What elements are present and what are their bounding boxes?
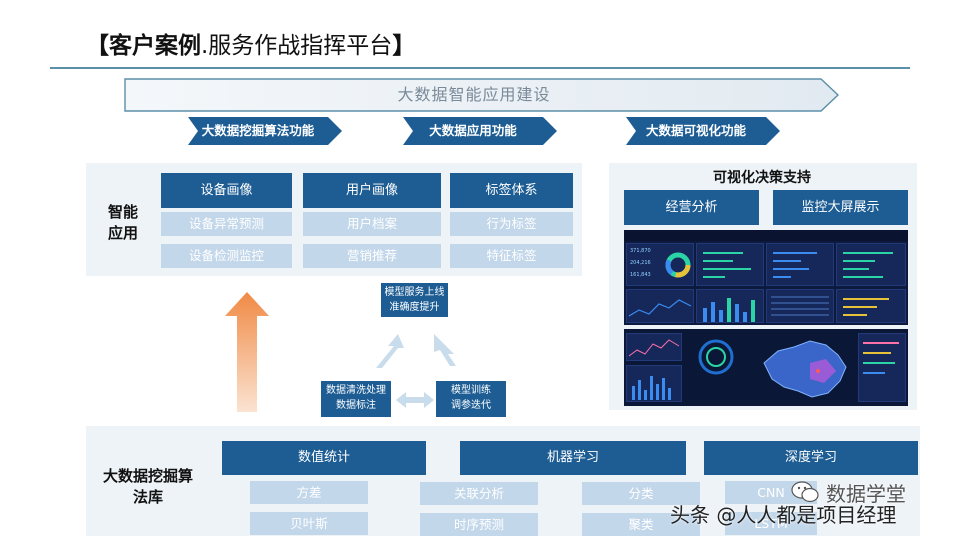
dashboard-table-panel <box>766 289 834 323</box>
feature-tag-item: 特征标签 <box>450 244 573 268</box>
dashboard-list-panel <box>836 289 906 323</box>
map-side-panel-1 <box>626 333 682 361</box>
page-title: 【客户案例.服务作战指挥平台】 <box>86 33 416 59</box>
arrow-up-left <box>376 334 404 368</box>
visual-title: 可视化决策支持 <box>713 170 811 186</box>
device-anomaly-item: 设备异常预测 <box>161 212 292 236</box>
title-divider <box>50 67 910 69</box>
dashboard-line-panel <box>626 289 694 323</box>
marketing-recommend-item: 营销推荐 <box>303 244 441 268</box>
source-watermark: 头条 @人人都是项目经理 <box>670 503 897 527</box>
dashboard-bar-panel-2 <box>766 243 834 286</box>
dashboard-kpi-panel: 371,870 204,216 161,843 <box>626 243 694 286</box>
deep-learning-header: 深度学习 <box>704 441 918 475</box>
donut-chart-icon <box>665 252 691 278</box>
gauge-icon <box>698 339 734 375</box>
device-profile-header: 设备画像 <box>161 173 292 208</box>
variance-item: 方差 <box>250 481 368 504</box>
lstm-item: LSTM <box>725 512 817 535</box>
dashboard-bar-panel-3 <box>836 243 906 286</box>
clustering-item: 聚类 <box>582 513 700 536</box>
machine-learning-header: 机器学习 <box>460 441 686 475</box>
business-analysis-button[interactable]: 经营分析 <box>624 190 759 225</box>
china-map-icon <box>763 340 847 398</box>
map-legend-panel <box>858 333 906 402</box>
algorithm-library-label: 大数据挖掘算 法库 <box>102 467 193 506</box>
wechat-account-watermark: 数据学堂 <box>826 482 906 506</box>
title-bold: 客户案例 <box>109 33 201 59</box>
title-rest: .服务作战指挥平台 <box>201 33 393 59</box>
banner-label: 大数据智能应用建设 <box>397 85 551 104</box>
device-monitor-item: 设备检测监控 <box>161 244 292 268</box>
wechat-icon <box>791 481 819 503</box>
time-series-item: 时序预测 <box>420 513 538 536</box>
model-deploy-node: 模型服务上线 准确度提升 <box>381 283 448 317</box>
banner-arrow-shape <box>124 78 840 112</box>
monitor-screen-button[interactable]: 监控大屏展示 <box>773 190 908 225</box>
dashboard-column-panel <box>696 289 764 323</box>
construction-banner: 大数据智能应用建设 <box>124 78 840 112</box>
dashboard-bar-panel-1 <box>696 243 764 286</box>
tag-system-header: 标签体系 <box>450 173 573 208</box>
dashboard-thumbnail-1: 371,870 204,216 161,843 <box>624 230 908 325</box>
user-archive-item: 用户档案 <box>303 212 441 236</box>
cycle-arrows <box>376 334 456 408</box>
behavior-tag-item: 行为标签 <box>450 212 573 236</box>
numeric-stats-header: 数值统计 <box>222 441 426 475</box>
dashboard-thumbnail-2 <box>624 329 908 406</box>
model-training-node: 模型训练 调参迭代 <box>436 381 506 417</box>
dashboard-topbar <box>624 230 908 241</box>
upward-arrow-icon <box>225 292 269 412</box>
association-analysis-item: 关联分析 <box>420 482 538 505</box>
bayes-item: 贝叶斯 <box>250 512 368 535</box>
data-cleaning-node: 数据清洗处理 数据标注 <box>321 381 391 417</box>
smart-app-label: 智能 应用 <box>107 203 138 242</box>
user-profile-header: 用户画像 <box>303 173 441 208</box>
arrow-down-right <box>434 334 456 366</box>
classification-item: 分类 <box>582 482 700 505</box>
arrow-bidirectional <box>396 392 434 408</box>
map-side-panel-2 <box>626 365 682 402</box>
